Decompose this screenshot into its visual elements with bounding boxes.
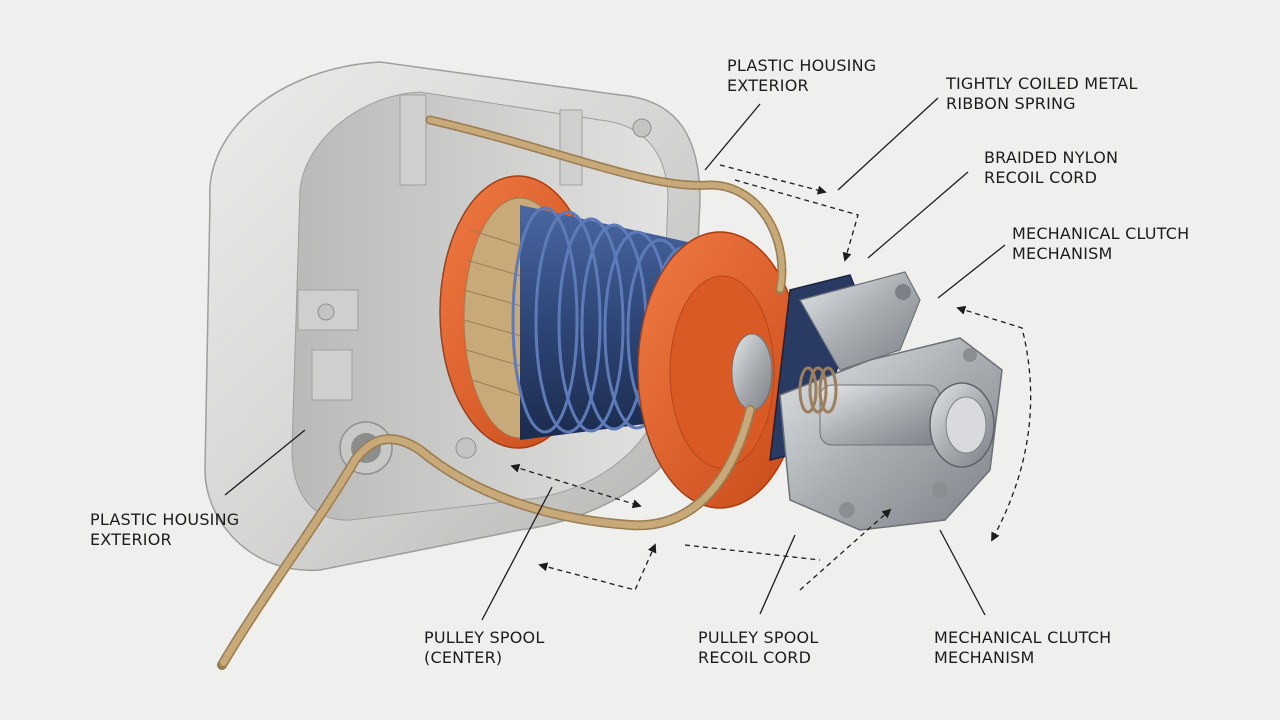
label-line: RECOIL CORD [698,648,812,667]
label-line: MECHANICAL CLUTCH [1012,224,1190,243]
housing-screw-boss [317,303,335,321]
label-line: PULLEY SPOOL [698,628,819,647]
leader-spring [837,97,939,191]
assembly-arrow [956,305,1032,542]
label-pulley-spool-cord: PULLEY SPOOL RECOIL CORD [698,628,818,668]
label-line: MECHANISM [934,648,1035,667]
label-line: EXTERIOR [727,76,809,95]
label-clutch-top: MECHANICAL CLUTCH MECHANISM [1012,224,1189,264]
recoil-cord [217,115,787,670]
leader-clutch-bottom [939,529,986,616]
label-line: PULLEY SPOOL [424,628,545,647]
housing-screw-boss [455,437,477,459]
housing-rib [297,289,359,331]
mechanical-clutch [769,271,1003,531]
clutch-shaft [819,384,941,446]
label-ribbon-spring: TIGHTLY COILED METAL RIBBON SPRING [946,74,1138,114]
housing-rib [399,94,427,186]
assembly-arrow [799,508,892,591]
label-line: MECHANICAL CLUTCH [934,628,1112,647]
label-line: TIGHTLY COILED METAL [946,74,1138,93]
housing-screw-boss [632,118,652,138]
leader-housing-top [704,103,761,171]
clutch-spring [798,366,838,414]
assembly-arrow [734,179,859,262]
label-pulley-spool-center: PULLEY SPOOL (CENTER) [424,628,544,668]
leader-spool-center [481,486,553,621]
label-line: MECHANISM [1012,244,1113,263]
label-line: RECOIL CORD [984,168,1098,187]
spool-hub [731,333,773,411]
leader-lines [224,97,1006,621]
label-line: (CENTER) [424,648,503,667]
leader-spool-cord [759,534,796,615]
assembly-arrows [510,164,1032,591]
pulley-spool [439,175,803,509]
label-plastic-housing-top: PLASTIC HOUSING EXTERIOR [727,56,876,96]
leader-housing-left [224,429,306,496]
label-line: BRAIDED NYLON [984,148,1119,167]
label-line: PLASTIC HOUSING [727,56,877,75]
label-line: PLASTIC HOUSING [90,510,240,529]
label-clutch-bottom: MECHANICAL CLUTCH MECHANISM [934,628,1111,668]
housing-rib [559,109,583,186]
clutch-top-plate [799,271,921,371]
leader-clutch-top [937,244,1006,299]
leader-cord-top [867,171,969,259]
label-line: RIBBON SPRING [946,94,1076,113]
assembly-arrow [538,543,657,591]
label-plastic-housing-left: PLASTIC HOUSING EXTERIOR [90,510,239,550]
assembly-arrow [684,544,821,561]
assembly-arrow [719,164,827,195]
label-recoil-cord-top: BRAIDED NYLON RECOIL CORD [984,148,1118,188]
label-line: EXTERIOR [90,530,172,549]
assembly-arrow [510,463,642,509]
housing-rib [311,349,353,401]
